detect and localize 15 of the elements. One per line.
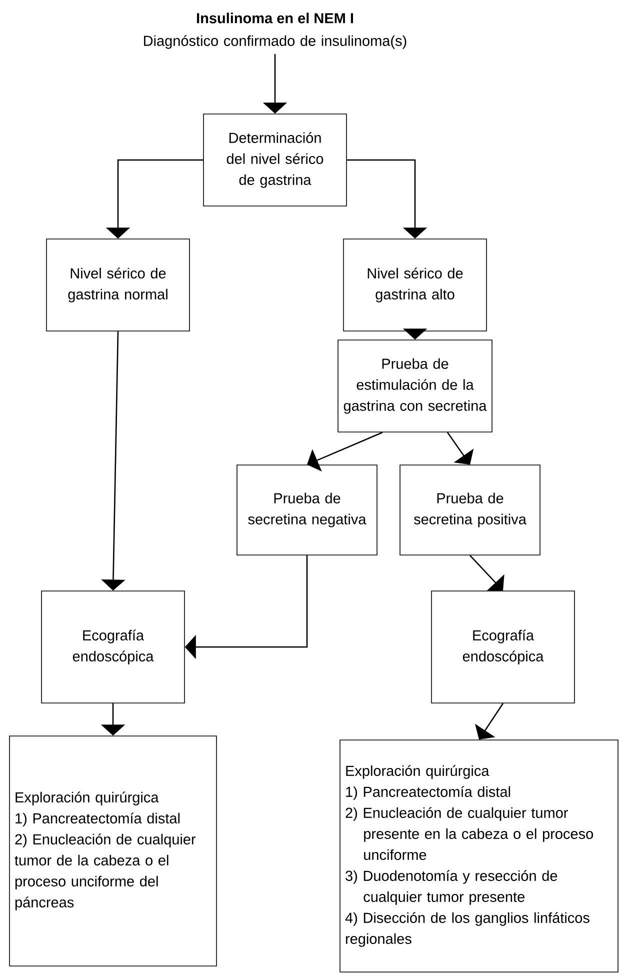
process-box: Prueba de secretina positiva xyxy=(400,464,540,556)
start-text: Diagnóstico confirmado de insulinoma(s) xyxy=(144,35,406,49)
process-box: Ecografía endoscópica xyxy=(41,590,185,704)
arrow xyxy=(470,554,504,591)
process-box: Prueba de estimulación de la gastrina con secretina xyxy=(338,340,492,432)
arrow xyxy=(307,432,383,472)
title: Insulinoma en el NEM I xyxy=(197,12,353,24)
result-box: Exploración quirúrgica 1) Pancreatectomía distal 2) Enucleación de cualquier tumor de la cabeza o el proceso unciforme del páncreas xyxy=(9,736,217,966)
process-box: Ecografía endoscópica xyxy=(431,590,575,704)
arrow xyxy=(446,432,474,465)
process-box: Nivel sérico de gastrina alto xyxy=(343,238,487,332)
process-box: Nivel sérico de gastrina normal xyxy=(46,238,190,332)
result-box: Exploración quirúrgica 1) Pancreatectomía distal 2) Enucleación de cualquier tumor presente en la cabeza o el proceso unciforme 3) Duodenotomía y resección de cualquier tumor presente 4) Disección de los ganglios linfáticos regionales xyxy=(340,740,618,972)
process-box: Prueba de secretina negativa xyxy=(236,464,378,556)
process-box: Determinación del nivel sérico de gastrina xyxy=(203,114,347,206)
